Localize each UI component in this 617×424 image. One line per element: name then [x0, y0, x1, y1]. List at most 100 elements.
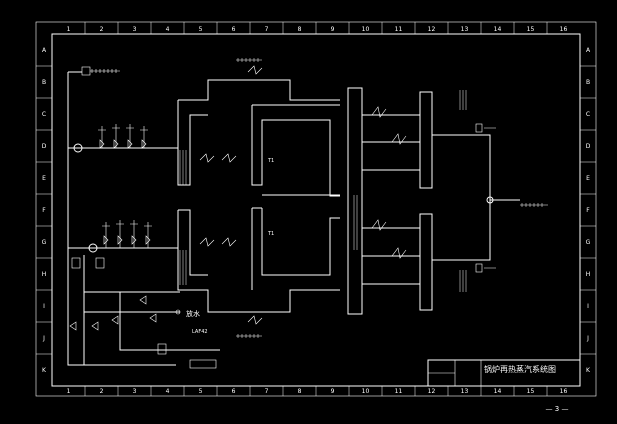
row-label-right: D	[586, 143, 591, 150]
drain-end-marker	[175, 309, 181, 315]
row-label-right: B	[586, 79, 590, 86]
column-label-bottom: 16	[560, 388, 568, 395]
valve-bars-upper	[98, 127, 148, 131]
reheater-upper-panel-left	[177, 100, 208, 186]
column-label-top: 7	[265, 26, 269, 33]
row-label-left: J	[42, 335, 45, 342]
header-branches	[362, 114, 420, 285]
reheater-lower-loop	[177, 210, 340, 313]
break-symbol-lower	[199, 237, 237, 247]
row-label-right: F	[586, 207, 590, 214]
right-tag-ticks	[459, 90, 467, 292]
title-block: 锅炉再热蒸汽系统图	[427, 359, 581, 387]
valve-symbols-upper	[99, 139, 147, 149]
drain-valves	[69, 295, 157, 331]
row-label-right: G	[586, 239, 591, 246]
column-label-bottom: 6	[232, 388, 236, 395]
drain-tag-box	[189, 359, 217, 369]
column-label-top: 14	[494, 26, 502, 33]
row-label-right: I	[587, 303, 589, 310]
right-valve-lower	[475, 263, 483, 273]
drain-branch	[119, 292, 220, 351]
header-tag-ticks	[353, 195, 358, 250]
column-label-bottom: 1	[67, 388, 71, 395]
column-label-bottom: 5	[199, 388, 203, 395]
column-label-top: 9	[331, 26, 335, 33]
right-valve-stubs	[484, 127, 496, 269]
right-valve-upper	[475, 123, 483, 133]
row-label-left: G	[42, 239, 47, 246]
vessel-upper	[419, 91, 433, 189]
valve-stems-lower	[105, 220, 149, 248]
title-block-title: 锅炉再热蒸汽系统图	[484, 364, 556, 374]
flow-element-upper	[73, 143, 83, 153]
drain-pipe-left	[67, 252, 176, 366]
label-t1-lower: T1	[267, 231, 274, 237]
valve-cluster-lower	[102, 220, 152, 248]
drain-instrument-2	[95, 257, 105, 269]
column-label-top: 2	[100, 26, 104, 33]
row-label-left: E	[42, 175, 46, 182]
break-symbol-top	[247, 65, 263, 75]
drain-instrument-1	[71, 257, 81, 269]
valve-cluster-upper	[98, 124, 148, 149]
column-label-bottom: 4	[166, 388, 170, 395]
column-label-top: 16	[560, 26, 568, 33]
row-label-right: E	[586, 175, 590, 182]
column-label-bottom: 13	[461, 388, 469, 395]
column-label-top: 12	[428, 26, 436, 33]
reheater-lower: T1	[177, 207, 340, 338]
column-label-top: 3	[133, 26, 137, 33]
frame-ticks	[36, 22, 596, 396]
tag-ticks-lower	[179, 250, 187, 285]
header-break-symbols	[371, 106, 407, 259]
column-label-top: 1	[67, 26, 71, 33]
column-label-top: 15	[527, 26, 535, 33]
label-laf42: LAF42	[192, 329, 208, 335]
tag-stub-top	[90, 69, 120, 73]
row-label-left: F	[42, 207, 46, 214]
tag-stub-lower	[236, 334, 262, 338]
column-label-top: 4	[166, 26, 170, 33]
row-label-left: H	[42, 271, 47, 278]
column-label-bottom: 2	[100, 388, 104, 395]
row-label-right: J	[586, 335, 589, 342]
column-label-top: 13	[461, 26, 469, 33]
label-fang-shui: 放水	[186, 309, 200, 318]
column-label-bottom: 10	[362, 388, 370, 395]
column-label-bottom: 14	[494, 388, 502, 395]
reheater-lower-panel-mid	[251, 208, 340, 290]
page-number: — 3 —	[546, 405, 569, 413]
column-label-top: 11	[395, 26, 403, 33]
central-header	[347, 87, 420, 315]
left-main-pipes	[67, 66, 178, 253]
valve-symbols-lower	[103, 235, 151, 245]
row-label-left: C	[42, 111, 46, 118]
row-label-left: A	[42, 47, 47, 54]
valve-stems-upper	[101, 124, 145, 148]
column-label-bottom: 11	[395, 388, 403, 395]
column-label-bottom: 8	[298, 388, 302, 395]
drain-area: 放水 LAF42	[67, 252, 220, 369]
label-t1-upper: T1	[267, 158, 274, 164]
column-label-bottom: 7	[265, 388, 269, 395]
vessel-lower	[419, 213, 433, 311]
row-label-left: K	[42, 367, 47, 374]
outlet-junction	[486, 196, 494, 204]
reheater-lower-panel-left	[178, 209, 208, 276]
reheat-header	[347, 87, 363, 315]
tag-ticks-upper	[179, 150, 187, 185]
row-label-right: H	[586, 271, 591, 278]
valve-bars-lower	[102, 223, 152, 227]
break-symbol-upper	[199, 153, 237, 163]
column-label-bottom: 3	[133, 388, 137, 395]
drain-instrument-3	[157, 343, 167, 355]
column-label-top: 8	[298, 26, 302, 33]
row-label-right: K	[586, 367, 591, 374]
row-label-left: I	[43, 303, 45, 310]
